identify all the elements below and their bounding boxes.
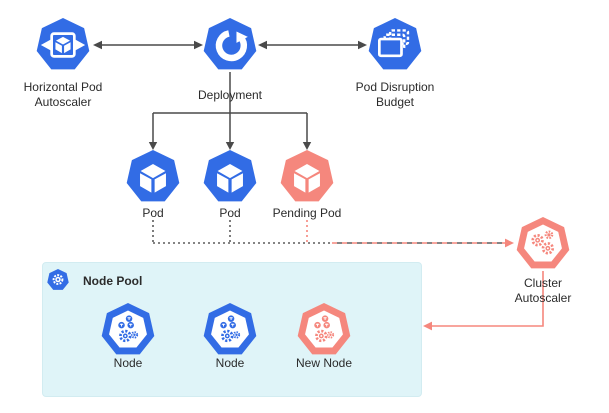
pending-pod-icon (294, 164, 320, 193)
deployment-icon (215, 30, 248, 62)
pod-icon (217, 164, 243, 193)
edge-autoscaler-nodepool (423, 271, 544, 331)
pdb-node-shape (368, 18, 422, 70)
node2-shape (203, 303, 257, 355)
node-icon (211, 310, 249, 348)
edge-pods-to-autoscaler (152, 220, 514, 248)
pod2-node-shape (203, 150, 257, 202)
node-pool-label: Node Pool (83, 274, 143, 288)
horizontal-pod-autoscaler-icon (40, 32, 86, 58)
new-node-icon (305, 310, 343, 348)
edge-deployment-pdb (258, 40, 367, 50)
node-icon (109, 310, 147, 348)
pod1-label: Pod (142, 206, 164, 220)
pod2-label: Pod (219, 206, 241, 220)
hpa-node-shape (36, 18, 90, 70)
cluster-autoscaler-node-shape (516, 217, 570, 269)
new-node-label: New Node (295, 356, 353, 370)
deployment-node-shape (203, 18, 257, 70)
cluster-autoscaler-label: Cluster Autoscaler (514, 276, 572, 305)
cluster-autoscaler-icon (524, 224, 562, 262)
edge-hpa-deployment (93, 40, 203, 50)
deployment-label: Deployment (197, 88, 263, 102)
node-pool-shape (47, 269, 69, 290)
pdb-label: Pod Disruption Budget (355, 80, 435, 109)
pod-disruption-budget-icon (377, 29, 410, 58)
hpa-label: Horizontal Pod Autoscaler (23, 80, 103, 109)
pending-pod-node-shape (280, 150, 334, 202)
edge-deployment-pods (148, 72, 312, 150)
pod-icon (140, 164, 166, 193)
node1-label: Node (113, 356, 143, 370)
pod1-node-shape (126, 150, 180, 202)
node1-shape (101, 303, 155, 355)
pending-pod-label: Pending Pod (272, 206, 342, 220)
new-node-shape (297, 303, 351, 355)
node-pool-icon (52, 274, 64, 285)
node2-label: Node (215, 356, 245, 370)
